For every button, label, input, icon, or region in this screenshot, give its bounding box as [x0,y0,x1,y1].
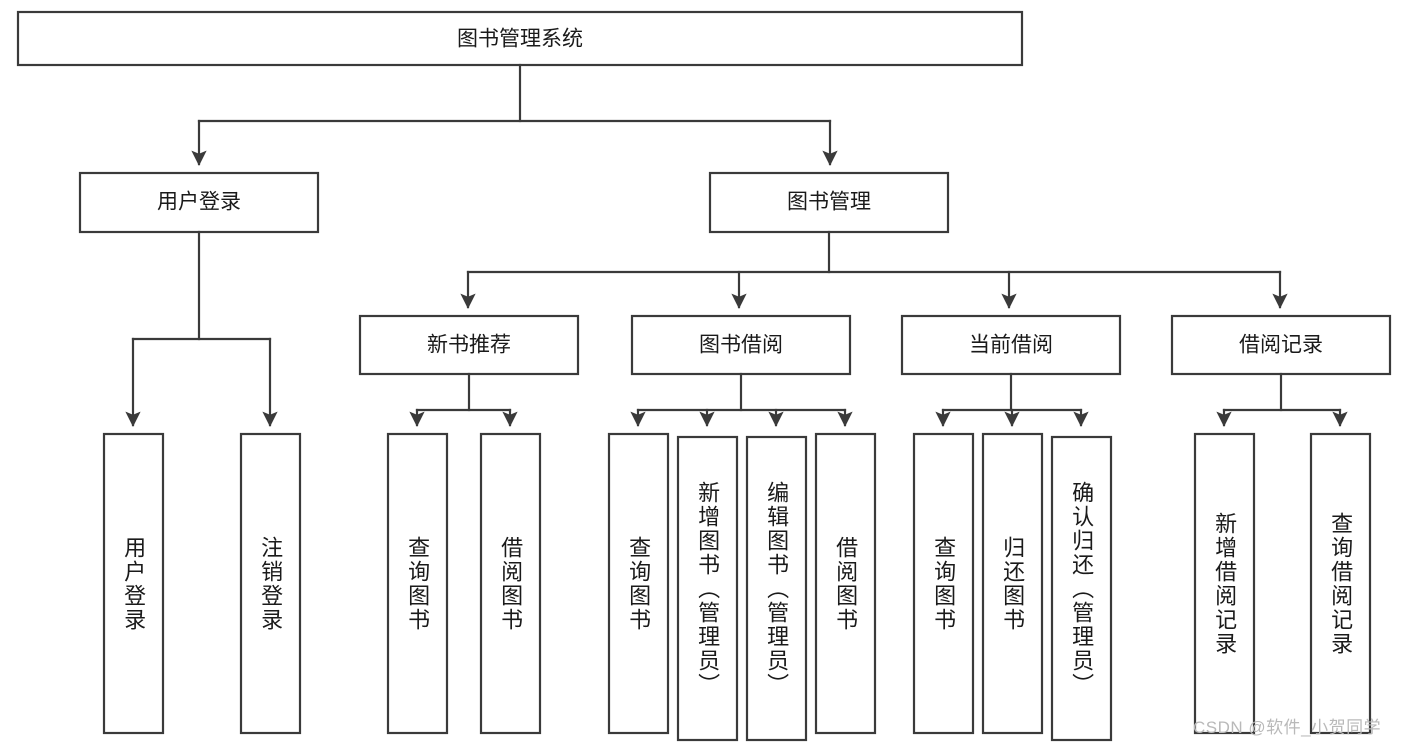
node-current-borrow-box[interactable] [900,314,1122,376]
leaf-borrow-book-1-box[interactable] [479,432,542,735]
leaf-query-book-1-box[interactable] [386,432,449,735]
leaf-query-book-2-box[interactable] [607,432,670,735]
leaf-borrow-book-2-box[interactable] [814,432,877,735]
leaf-add-borrow-record-box[interactable] [1193,432,1256,735]
node-book-borrow-label: 图书借阅 [699,334,783,357]
node-book-borrow-box[interactable] [630,314,852,376]
root-node-label: 图书管理系统 [457,28,583,51]
node-borrow-record-label: 借阅记录 [1239,334,1323,357]
watermark-text: CSDN @软件_小贺同学 [1193,718,1382,737]
leaf-return-book-box[interactable] [981,432,1044,735]
node-new-book-recommend-label: 新书推荐 [427,334,511,357]
leaf-logout-box[interactable] [239,432,302,735]
node-user-login-label: 用户登录 [157,191,241,214]
node-new-book-recommend-box[interactable] [358,314,580,376]
root-node-box[interactable] [16,10,1024,67]
leaf-query-borrow-record-box[interactable] [1309,432,1372,735]
node-book-management-label: 图书管理 [787,191,871,214]
leaf-query-book-3-box[interactable] [912,432,975,735]
leaf-edit-book-admin-box[interactable] [745,435,808,742]
node-borrow-record-box[interactable] [1170,314,1392,376]
leaf-user-login-box[interactable] [102,432,165,735]
node-current-borrow-label: 当前借阅 [969,334,1053,357]
node-book-management-box[interactable] [708,171,950,234]
leaf-confirm-return-admin-box[interactable] [1050,435,1113,742]
leaf-add-book-admin-box[interactable] [676,435,739,742]
